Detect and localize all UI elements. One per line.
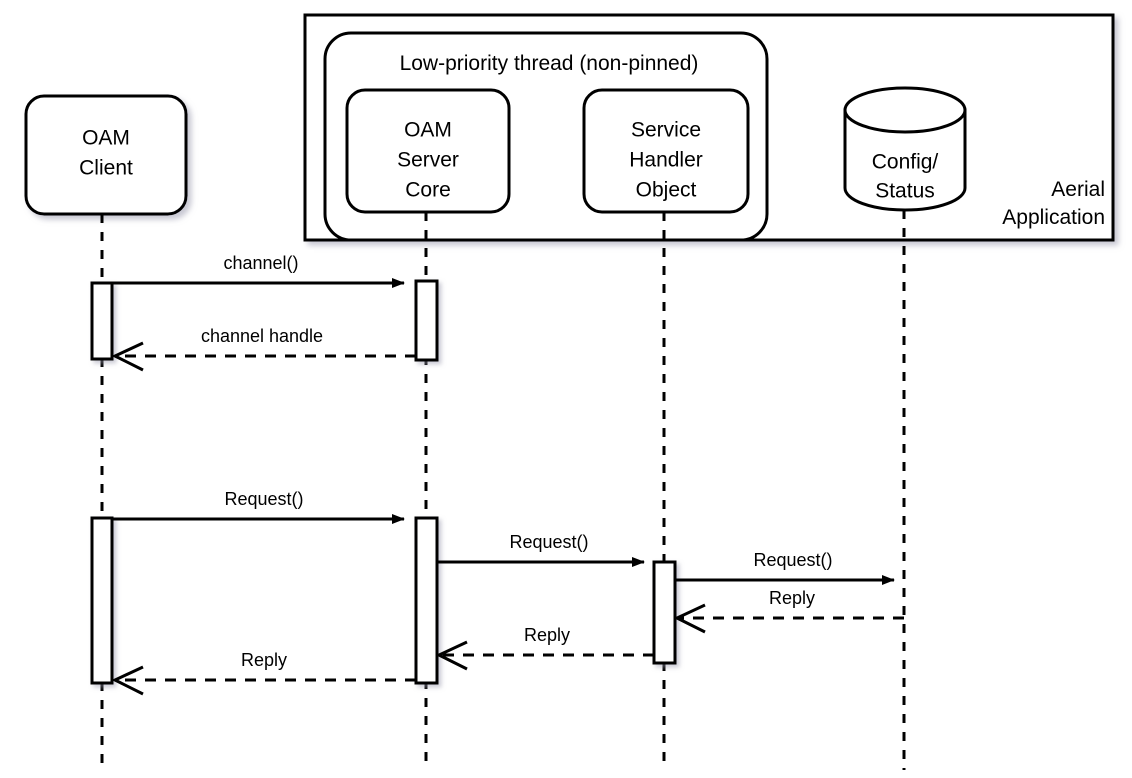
message-label-bg-request-core-to-handler xyxy=(493,529,605,553)
service-handler-object-label-line2: Handler xyxy=(629,149,703,172)
participant-oam-client[interactable]: OAM Client xyxy=(24,94,188,216)
oam-server-core-label-line2: Server xyxy=(397,149,459,172)
aerial-application-label-line2: Application xyxy=(1002,206,1105,229)
message-label-bg-reply-handler-to-core xyxy=(509,622,585,646)
aerial-application-label-line1: Aerial xyxy=(1051,178,1105,201)
service-handler-object-label-line3: Object xyxy=(636,179,697,202)
message-label-request-handler-to-config: Request() xyxy=(753,550,832,570)
activation-service-handler-object-1 xyxy=(652,560,677,665)
oam-server-core-label-line3: Core xyxy=(405,179,451,202)
low-priority-thread-label: Low-priority thread (non-pinned) xyxy=(400,52,699,75)
message-label-bg-request-client-to-core xyxy=(208,486,320,510)
oam-client-label-line2: Client xyxy=(79,157,133,180)
message-channel-call: channel() xyxy=(112,250,405,288)
participant-oam-server-core[interactable]: OAM Server Core xyxy=(345,88,511,214)
activation-oam-server-core-1 xyxy=(414,279,439,362)
arrowhead-open-reply-core-to-client xyxy=(111,665,144,696)
message-reply-config-to-handler: Reply xyxy=(673,585,904,634)
arrowhead-open-reply-config-to-handler xyxy=(673,603,706,634)
message-label-channel-call: channel() xyxy=(223,253,298,273)
config-status-cylinder-top xyxy=(843,86,967,134)
activation-oam-client-1 xyxy=(90,281,114,361)
participant-config-status[interactable]: Config/ Status xyxy=(843,86,967,212)
config-status-label-line1: Config/ xyxy=(872,151,939,174)
message-request-handler-to-config: Request() xyxy=(675,547,895,585)
message-reply-core-to-client: Reply xyxy=(111,647,416,696)
message-request-core-to-handler: Request() xyxy=(437,529,645,567)
participant-service-handler-object[interactable]: Service Handler Object xyxy=(582,88,750,214)
message-reply-handler-to-core: Reply xyxy=(435,622,654,671)
message-label-request-client-to-core: Request() xyxy=(224,489,303,509)
oam-client-box[interactable] xyxy=(24,94,188,216)
message-label-channel-handle: channel handle xyxy=(201,326,323,346)
arrowhead-open-channel-handle xyxy=(111,341,144,372)
message-label-bg-channel-call xyxy=(206,250,314,274)
message-label-reply-handler-to-core: Reply xyxy=(524,625,570,645)
oam-server-core-box[interactable] xyxy=(345,88,511,214)
activation-oam-client-2 xyxy=(90,516,114,685)
message-label-reply-config-to-handler: Reply xyxy=(769,588,815,608)
config-status-cylinder-body[interactable] xyxy=(843,108,967,212)
oam-client-label-line1: OAM xyxy=(82,127,130,150)
service-handler-object-box[interactable] xyxy=(582,88,750,214)
config-status-label-line2: Status xyxy=(875,180,935,203)
message-label-bg-request-handler-to-config xyxy=(737,547,849,571)
activations-group xyxy=(90,279,677,685)
message-label-bg-channel-handle xyxy=(179,323,345,347)
message-label-bg-reply-config-to-handler xyxy=(754,585,830,609)
message-request-client-to-core: Request() xyxy=(112,486,405,524)
activation-oam-server-core-2 xyxy=(414,516,439,685)
message-label-bg-reply-core-to-client xyxy=(226,647,302,671)
message-label-reply-core-to-client: Reply xyxy=(241,650,287,670)
message-channel-handle-return: channel handle xyxy=(111,323,416,372)
oam-server-core-label-line1: OAM xyxy=(404,119,452,142)
message-label-request-core-to-handler: Request() xyxy=(509,532,588,552)
arrowhead-open-reply-handler-to-core xyxy=(435,640,468,671)
service-handler-object-label-line1: Service xyxy=(631,119,701,142)
